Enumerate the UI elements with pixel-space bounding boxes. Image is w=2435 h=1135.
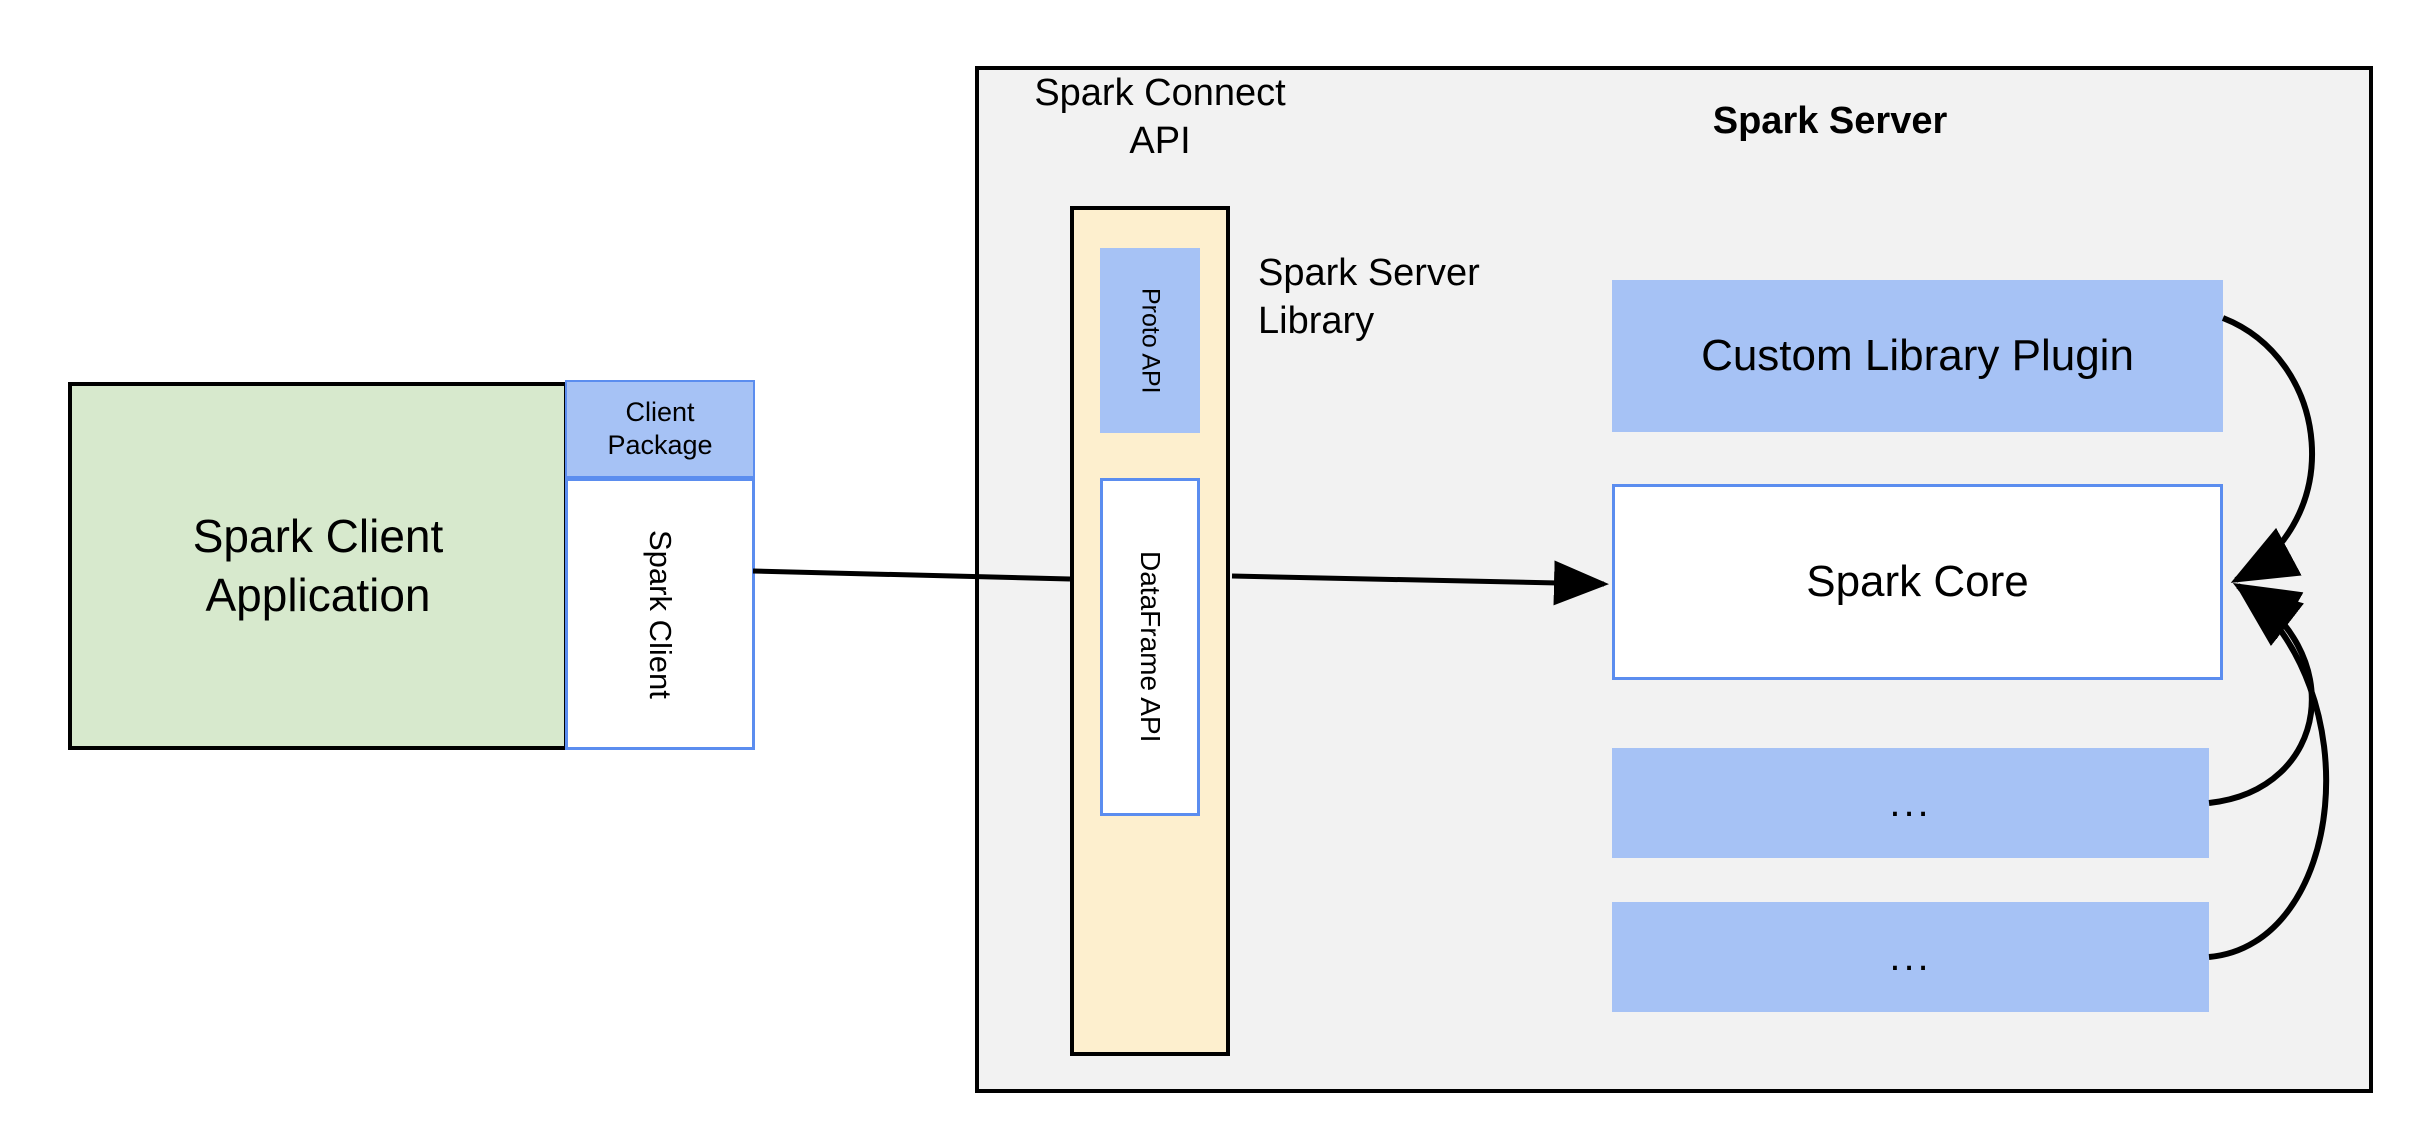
client-package-box[interactable]: Client Package [565,380,755,478]
additional-component-box-2[interactable]: ... [1612,902,2209,1012]
client-package-line1: Client [625,397,695,428]
spark-client-box[interactable]: Spark Client [565,478,755,750]
client-package-line2: Package [607,430,713,460]
spark-client-label: Spark Client [643,529,678,699]
spark-client-application-box[interactable]: Spark Client Application [68,382,568,750]
spark-server-library-line1: Spark Server [1258,252,1480,294]
spark-server-library-label: Spark Server Library [1258,250,1558,342]
additional-component-label-2: ... [1889,934,1932,979]
custom-library-plugin-box[interactable]: Custom Library Plugin [1612,280,2223,432]
additional-component-label-1: ... [1889,780,1932,825]
proto-api-label: Proto API [1136,287,1165,394]
spark-core-label: Spark Core [1806,557,2029,606]
additional-component-box-1[interactable]: ... [1612,748,2209,858]
dataframe-api-label: DataFrame API [1135,551,1166,743]
spark-client-application-line2: Application [205,569,431,621]
spark-server-title: Spark Server [1712,99,1948,142]
spark-connect-api-line2: API [1129,119,1191,162]
spark-connect-api-label: Spark Connect API [1005,70,1315,162]
dataframe-api-box[interactable]: DataFrame API [1100,478,1200,816]
proto-api-box[interactable]: Proto API [1100,248,1200,433]
custom-library-plugin-label: Custom Library Plugin [1701,331,2134,380]
spark-client-application-line1: Spark Client [192,510,444,563]
spark-core-box[interactable]: Spark Core [1612,484,2223,680]
spark-connect-api-line1: Spark Connect [1034,72,1286,114]
spark-server-library-line2: Library [1258,299,1375,342]
